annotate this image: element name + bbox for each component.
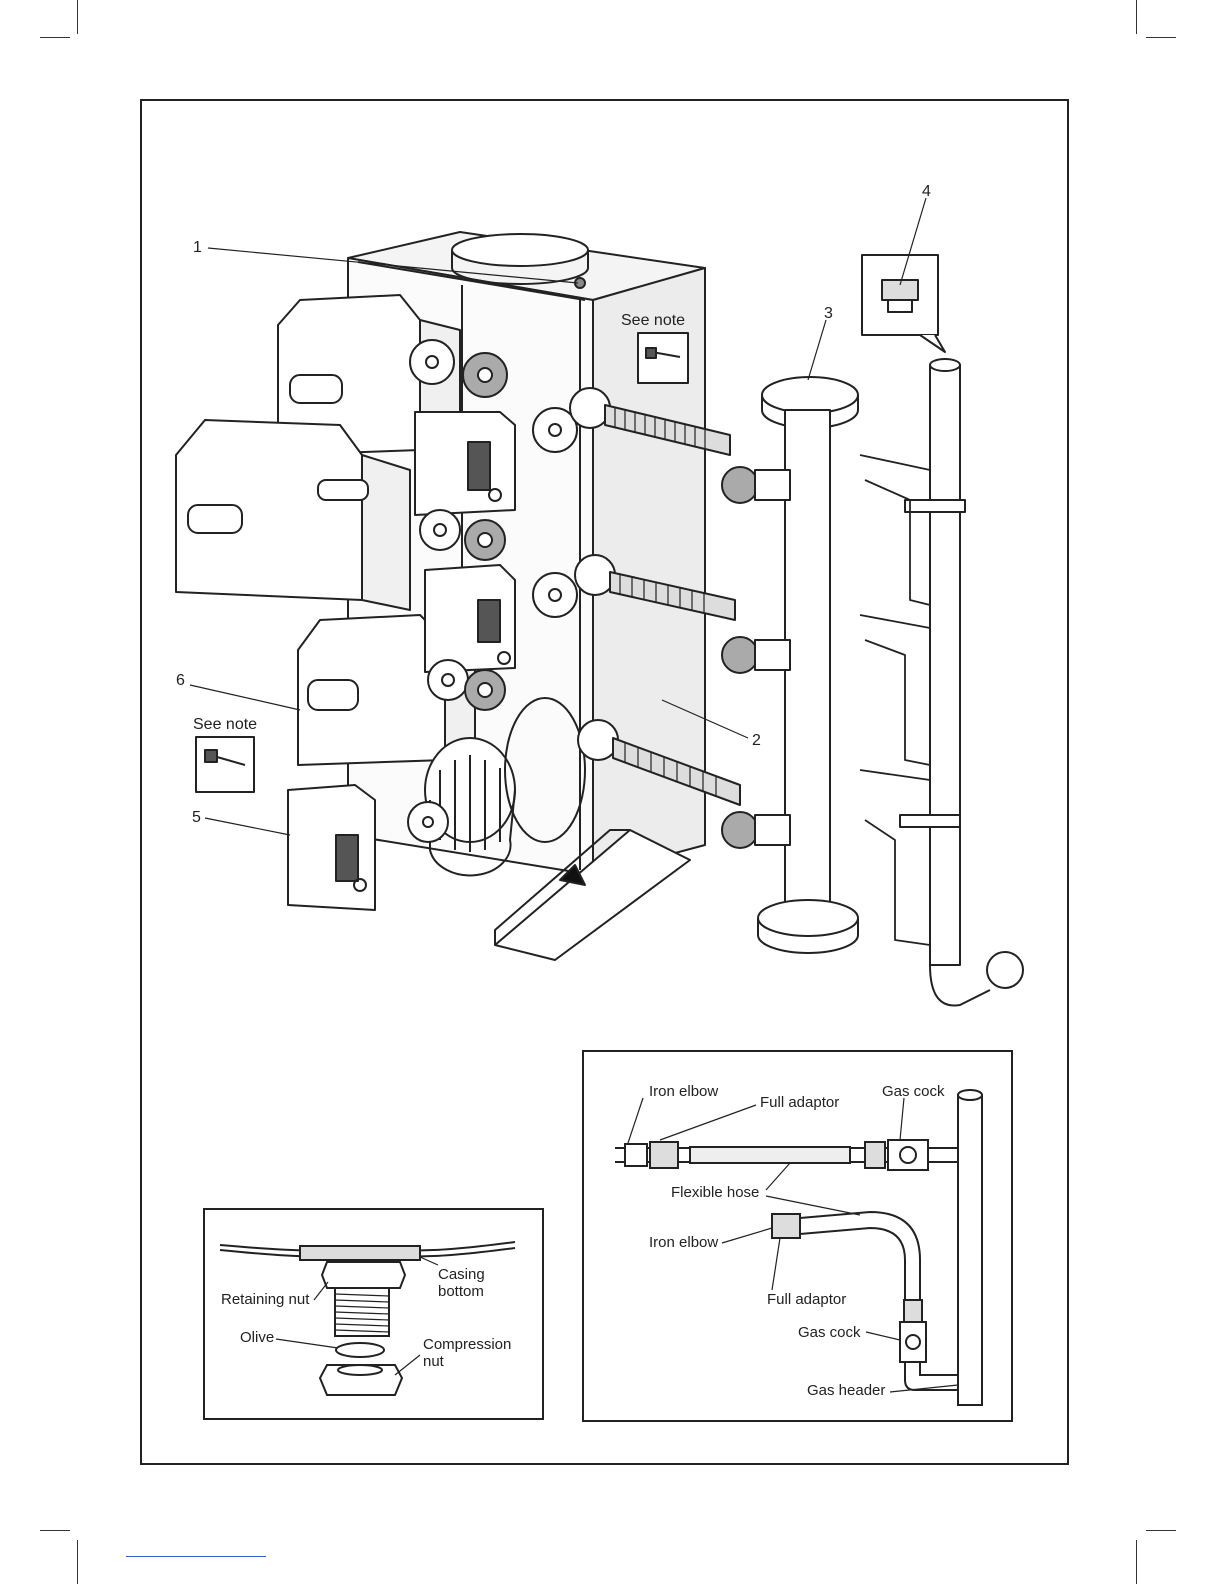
flexible-hose-label: Flexible hose [671, 1184, 759, 1201]
full-adaptor-label-top: Full adaptor [760, 1094, 839, 1111]
gas-cock-label-top: Gas cock [882, 1083, 945, 1100]
iron-elbow-label-bottom: Iron elbow [649, 1234, 718, 1251]
gas-header-label: Gas header [807, 1382, 885, 1399]
iron-elbow-label-top: Iron elbow [649, 1083, 718, 1100]
gas-cock-label-bottom: Gas cock [798, 1324, 861, 1341]
full-adaptor-label-bottom: Full adaptor [767, 1291, 846, 1308]
